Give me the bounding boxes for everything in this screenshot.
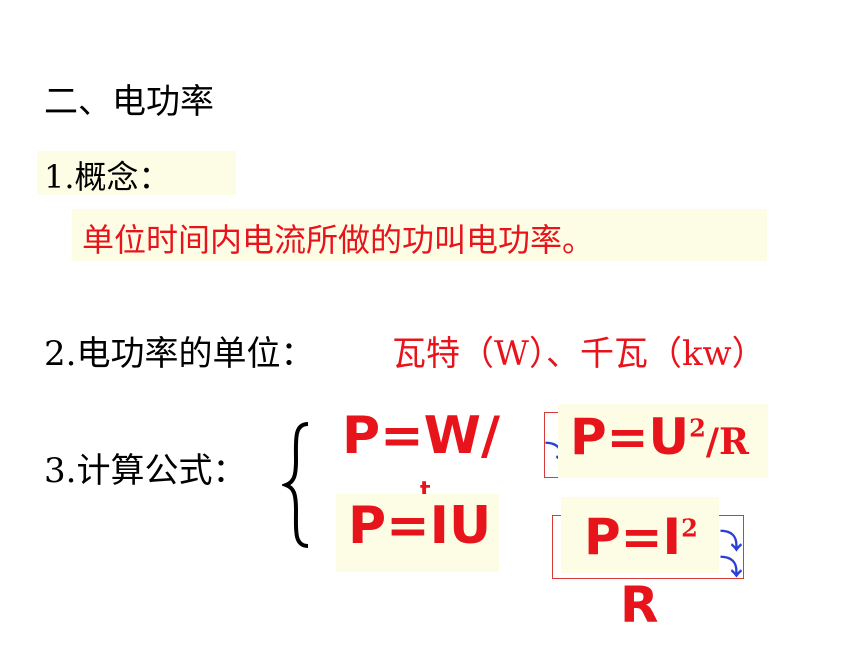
formula-current-exponent: 2 <box>681 513 698 543</box>
curly-brace-icon <box>282 422 309 548</box>
formula-work-time: P=W/ <box>342 406 501 466</box>
formula-current-voltage: P=IU <box>348 496 492 556</box>
blue-mark-icon: ⤵ <box>720 530 743 555</box>
formula-current-resistance-tail: R <box>620 576 659 634</box>
formula-voltage-resistance: P=U2/R <box>570 412 749 462</box>
formula-current-resistance-highlight <box>561 497 719 573</box>
formula-voltage-highlight <box>558 404 768 478</box>
unit-label: 2.电功率的单位： <box>44 334 315 374</box>
formula-voltage-exponent: 2 <box>689 413 706 443</box>
formula-voltage-suffix: /R <box>705 421 749 463</box>
formula-current-resistance: P=I2 <box>584 512 698 562</box>
formula-work-time-fragment: t <box>420 478 431 503</box>
section-heading: 二、电功率 <box>44 82 214 122</box>
unit-value: 瓦特（W）、千瓦（kw） <box>392 334 766 374</box>
formula-outline-box <box>544 412 563 478</box>
concept-label: 1.概念： <box>44 158 171 196</box>
definition-highlight <box>72 209 767 261</box>
formula-label: 3.计算公式： <box>44 451 247 491</box>
concept-highlight <box>37 151 236 195</box>
formula-current-voltage-highlight <box>336 494 499 572</box>
formula-voltage-main: P=U <box>570 408 690 466</box>
definition-text: 单位时间内电流所做的功叫电功率。 <box>82 221 595 259</box>
blue-mark-icon: ⤵ <box>720 556 743 581</box>
formula-current-main: P=I <box>584 508 682 566</box>
